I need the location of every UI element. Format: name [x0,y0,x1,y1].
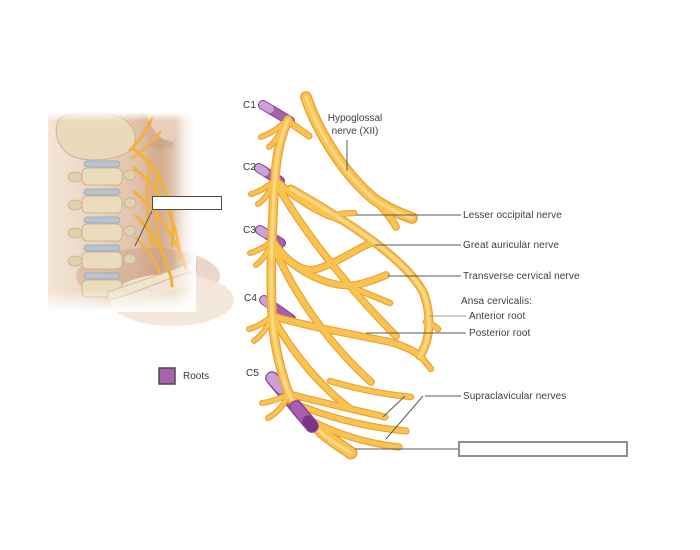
level-label-c1: C1 [243,100,257,111]
hypoglossal-label-line1: Hypoglossal [327,113,383,124]
answer-box-inset[interactable] [152,196,222,210]
roots-swatch [158,367,176,385]
level-label-c3: C3 [243,225,257,236]
great-auricular-label: Great auricular nerve [463,240,560,251]
hypoglossal-label-line2: nerve (XII) [331,126,379,137]
legend-roots: Roots [158,367,209,385]
lesser-occipital-label: Lesser occipital nerve [463,210,562,221]
supraclavicular-label: Supraclavicular nerves [463,391,567,402]
inset-fade-top [48,112,196,121]
level-label-c2: C2 [243,162,257,173]
answer-box-bottom[interactable] [458,441,628,457]
ansa-cervicalis-label: Ansa cervicalis: [461,296,533,307]
supraclavicular-leader-branch-2 [385,395,424,440]
level-label-c5: C5 [246,368,260,379]
c5-root-overlay [289,400,319,433]
inset-fade-right [174,112,196,310]
anterior-root-label: Anterior root [469,311,526,322]
level-label-c4: C4 [244,293,258,304]
inset-fade-bottom [48,290,196,312]
hypoglossal-nerve-label: Hypoglossal nerve (XII) [314,112,396,138]
roots-swatch-icon [158,367,176,385]
leader-lines [134,140,466,450]
transverse-cervical-label: Transverse cervical nerve [463,271,580,282]
neck-inset-illustration [48,112,234,326]
inset-vertebral-column [67,160,137,298]
supraclavicular-leader-branch-1 [382,395,406,418]
legend-label: Roots [183,370,210,382]
inset-answer-leader [134,210,153,247]
posterior-root-label: Posterior root [469,328,531,339]
inset-ear-shadow [148,139,174,149]
